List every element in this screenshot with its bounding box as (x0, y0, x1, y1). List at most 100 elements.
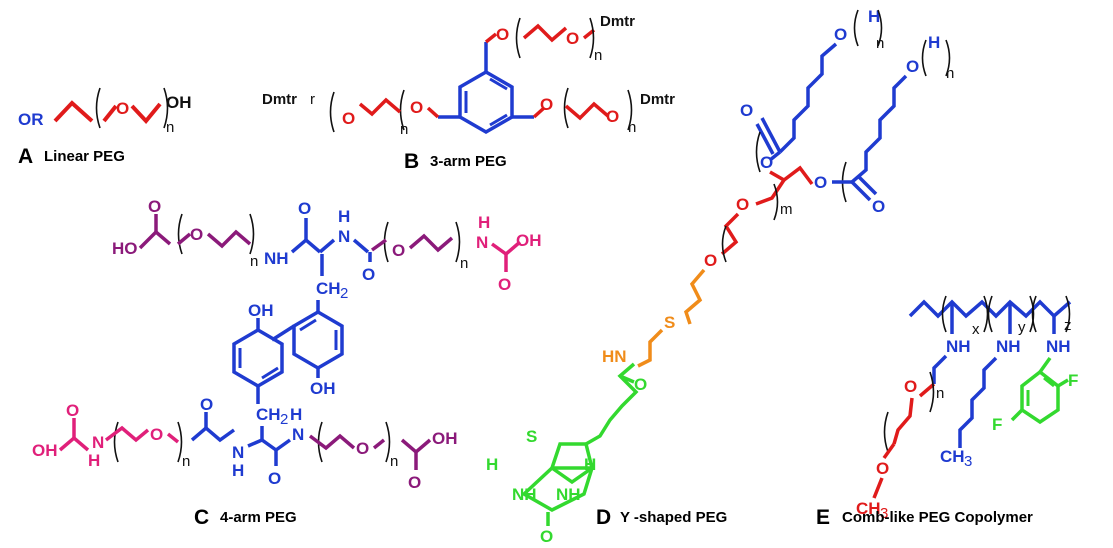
ether-o-label: O (116, 99, 129, 118)
o-right-1: O (540, 95, 553, 114)
o-ether-1: O (190, 225, 203, 244)
panel-c-letter: C (194, 506, 209, 529)
nh-1: NH (946, 337, 971, 356)
ch3-blue: CH (940, 447, 965, 466)
svg-text:3: 3 (964, 453, 972, 470)
panel-a-letter: A (18, 145, 33, 168)
or-label: OR (18, 110, 44, 129)
ho-top: HO (112, 239, 138, 258)
biotin-urea-ring (521, 466, 595, 512)
dmtr-right: Dmtr (640, 91, 675, 108)
h-3: H (232, 461, 244, 480)
o-top-1: O (496, 25, 509, 44)
svg-text:2: 2 (280, 411, 288, 428)
n-left: n (400, 121, 408, 138)
h-1: H (338, 207, 350, 226)
o-carbamate-2: O (66, 401, 79, 420)
panel-a-caption: Linear PEG (44, 148, 125, 165)
n-c3: n (182, 453, 190, 470)
n-right: n (628, 119, 636, 136)
ch2-bottom: CH (256, 405, 281, 424)
dmtr-left: Dmtr (262, 91, 297, 108)
nh-left: NH (512, 485, 537, 504)
h-4: H (290, 405, 302, 424)
n-c4: n (390, 453, 398, 470)
n-carbamate-2: N (92, 433, 104, 452)
o-amide-3: O (200, 395, 213, 414)
panel-c-caption: 4-arm PEG (220, 509, 297, 526)
oh-left: OH (32, 441, 58, 460)
bracket-open (95, 87, 101, 129)
benzene-ring (458, 69, 514, 135)
o-amide-4: O (268, 469, 281, 488)
o-e-2: O (876, 459, 889, 478)
o-amide-2: O (362, 265, 375, 284)
nh-1: NH (264, 249, 289, 268)
panel-b-3-arm-peg: O O n Dmtr O n O r Dmtr O O n Dmtr B 3-a… (262, 13, 675, 173)
n-top-2: n (946, 65, 954, 82)
panel-e-caption: Comb-like PEG Copolymer (842, 509, 1033, 526)
o-acid-2: O (408, 473, 421, 492)
repeat-n: n (166, 119, 174, 136)
x-label: x (972, 321, 980, 338)
h-left: H (486, 455, 498, 474)
nh-2: NH (996, 337, 1021, 356)
oh-ring-1: OH (248, 301, 274, 320)
o-ether-3: O (150, 425, 163, 444)
panel-e-comb-copolymer: x y z NH n O O CH 3 NH CH 3 NH F (816, 295, 1078, 529)
n-top-1: n (876, 35, 884, 52)
hn-label: HN (602, 347, 627, 366)
o-amide-1: O (298, 199, 311, 218)
o-left-1: O (410, 98, 423, 117)
oh-ring-2: OH (310, 379, 336, 398)
h-carbamate-2: H (88, 451, 100, 470)
linear-chain-1 (53, 100, 94, 123)
n-amide-1: N (338, 227, 350, 246)
s-linker: S (664, 313, 675, 332)
z-label: z (1064, 317, 1072, 334)
o-left-2: O (342, 109, 355, 128)
h-top-1: H (868, 7, 880, 26)
r-label: r (310, 91, 315, 108)
panel-d-caption: Y -shaped PEG (620, 509, 727, 526)
nh-3: NH (1046, 337, 1071, 356)
oh-acid-2: OH (432, 429, 458, 448)
s-ring: S (526, 427, 537, 446)
n-amide-4: N (292, 425, 304, 444)
panel-d-y-shaped-peg: H n O O O H n O O O m O O S (486, 7, 954, 546)
o-ether-4: O (356, 439, 369, 458)
y-label: y (1018, 319, 1026, 336)
o-ether-2: O (392, 241, 405, 260)
o-peg-1: O (736, 195, 749, 214)
biotin-thiophane (549, 442, 594, 485)
n-c2: n (460, 255, 468, 272)
oh-label: OH (166, 93, 192, 112)
ch3-red: CH (856, 499, 881, 518)
panel-e-letter: E (816, 506, 830, 529)
svg-text:3: 3 (880, 505, 888, 522)
o-carbonyl-2: O (872, 197, 885, 216)
o-top-2: O (906, 57, 919, 76)
o-top-2: O (566, 29, 579, 48)
panel-b-caption: 3-arm PEG (430, 153, 507, 170)
panel-c-4-arm-peg: HO O O n NH O H N O O n H N O OH CH (32, 197, 542, 529)
n-carbamate-1: N (476, 233, 488, 252)
f-1: F (1068, 371, 1078, 390)
panel-b-letter: B (404, 150, 419, 173)
o-amide-d: O (634, 375, 647, 394)
m-label: m (780, 201, 793, 218)
o-acid-top: O (148, 197, 161, 216)
glycerol-core (769, 165, 814, 186)
oh-carbamate-1: OH (516, 231, 542, 250)
o-peg-2: O (704, 251, 717, 270)
n-top: n (594, 47, 602, 64)
o-carbonyl-1: O (740, 101, 753, 120)
o-e-1: O (904, 377, 917, 396)
h-top-2: H (928, 33, 940, 52)
n-c1: n (250, 253, 258, 270)
o-urea: O (540, 527, 553, 546)
o-ester-1: O (760, 153, 773, 172)
f-2: F (992, 415, 1002, 434)
o-right-2: O (606, 107, 619, 126)
